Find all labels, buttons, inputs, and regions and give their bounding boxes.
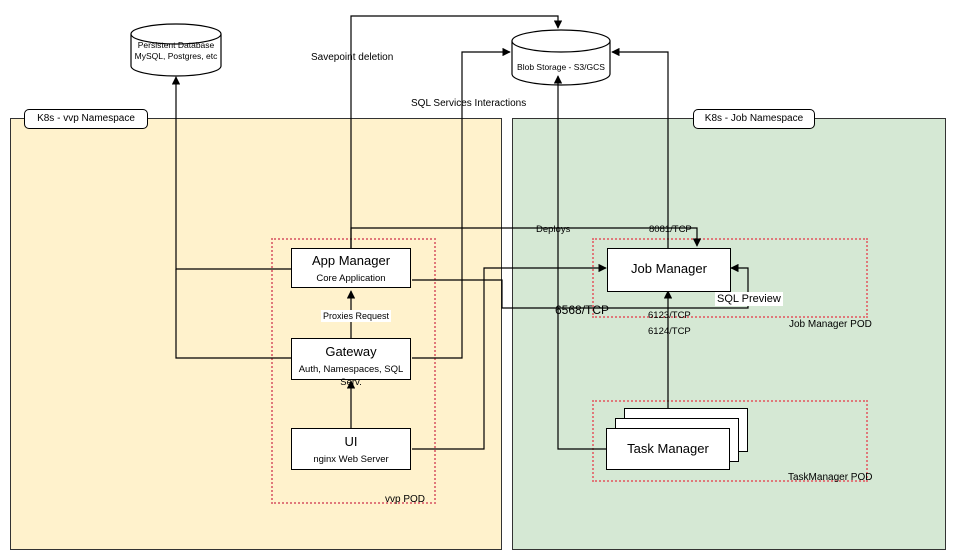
blob-storage-label: Blob Storage - S3/GCS [517, 62, 605, 72]
vvp-namespace-label: K8s - vvp Namespace [24, 109, 148, 129]
port-6123-label: 6123/TCP [648, 310, 691, 321]
app-manager-subtitle: Core Application [316, 273, 386, 284]
task-manager-box: Task Manager [606, 428, 730, 470]
edge-jm-blob [611, 47, 669, 248]
database-label-line2: MySQL, Postgres, etc [134, 51, 218, 61]
ui-title: UI [344, 434, 358, 449]
job-manager-pod-label: Job Manager POD [789, 319, 872, 330]
job-namespace-label: K8s - Job Namespace [693, 109, 815, 129]
gateway-title: Gateway [325, 344, 377, 359]
gateway-box: Gateway Auth, Namespaces, SQL Serv. [291, 338, 411, 388]
ui-subtitle: nginx Web Server [313, 454, 389, 465]
app-manager-box: App Manager Core Application [291, 248, 411, 288]
proxies-request-label: Proxies Request [321, 310, 392, 322]
database-cylinder [130, 34, 222, 77]
edge-tm-blob [553, 75, 606, 450]
port-6124-label: 6124/TCP [648, 326, 691, 337]
edge-sql-preview [412, 263, 607, 450]
job-manager-title: Job Manager [631, 261, 707, 276]
port-8081-label: 8081/TCP [649, 224, 692, 235]
edge-app-db [171, 76, 291, 270]
edge-savepoint [350, 15, 563, 248]
edge-deploys [350, 227, 702, 248]
sql-preview-label: SQL Preview [715, 292, 783, 306]
blob-storage-cylinder [511, 41, 611, 86]
vvp-pod-label: vvp POD [385, 494, 426, 505]
savepoint-deletion-label: Savepoint deletion [311, 52, 394, 63]
ui-box: UI nginx Web Server [291, 428, 411, 470]
gateway-subtitle: Auth, Namespaces, SQL Serv. [298, 364, 404, 388]
vvp-namespace-zone [10, 118, 502, 550]
task-manager-pod [592, 400, 868, 482]
edge-sql-services [412, 47, 511, 359]
app-manager-title: App Manager [311, 253, 391, 268]
job-namespace-zone [512, 118, 946, 550]
job-manager-box: Job Manager [607, 248, 731, 292]
task-manager-title: Task Manager [627, 441, 709, 456]
deploys-label: Deploys [536, 224, 571, 235]
sql-services-label: SQL Services Interactions [411, 98, 527, 109]
task-manager-pod-label: TaskManager POD [788, 472, 873, 483]
database-label-line1: Persistent Database [137, 40, 215, 50]
persistent-database: Persistent Database MySQL, Postgres, etc [131, 40, 221, 62]
edge-6568 [412, 263, 749, 309]
vvp-pod [271, 238, 436, 504]
port-6568-label: 6568/TCP [555, 303, 610, 317]
job-manager-pod [592, 238, 868, 318]
